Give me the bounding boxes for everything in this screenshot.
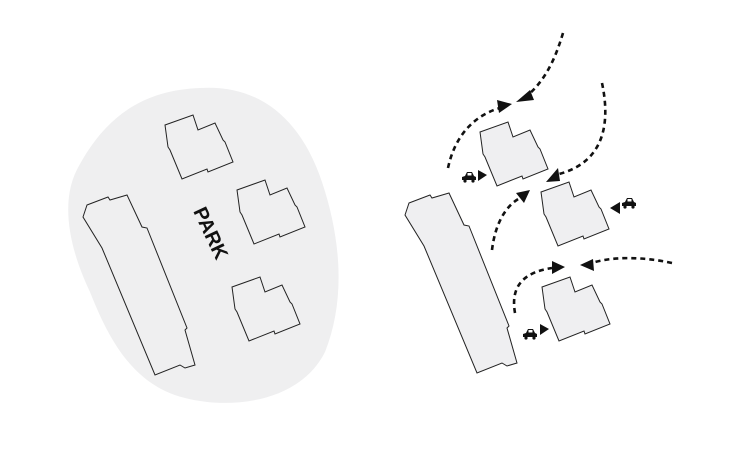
flow-arrow-6	[591, 256, 673, 265]
arrow-icon	[610, 202, 620, 214]
car-access	[462, 170, 636, 340]
flow-arrow-1	[527, 32, 565, 96]
arrow-icon	[546, 168, 560, 182]
park-scheme: PARK	[68, 87, 339, 403]
flow-arrows	[446, 32, 673, 314]
arrow-icon	[478, 170, 487, 181]
flow-arrow-4	[490, 195, 523, 251]
flow-arrow-2	[446, 106, 501, 169]
arrow-icon	[516, 90, 534, 102]
arrow-icon	[540, 324, 549, 335]
car-icon	[622, 198, 636, 209]
arrow-icon	[516, 190, 530, 203]
car-icon	[523, 329, 537, 340]
house-right-3	[541, 276, 611, 342]
traffic-scheme	[404, 32, 673, 374]
house-right-2	[540, 181, 610, 247]
flow-arrow-3	[554, 82, 607, 177]
park-area	[68, 87, 339, 403]
house-right-1	[479, 121, 549, 187]
car-icon	[462, 172, 476, 183]
arrow-icon	[497, 100, 512, 113]
arrow-icon	[580, 259, 594, 271]
arrow-icon	[552, 261, 565, 274]
